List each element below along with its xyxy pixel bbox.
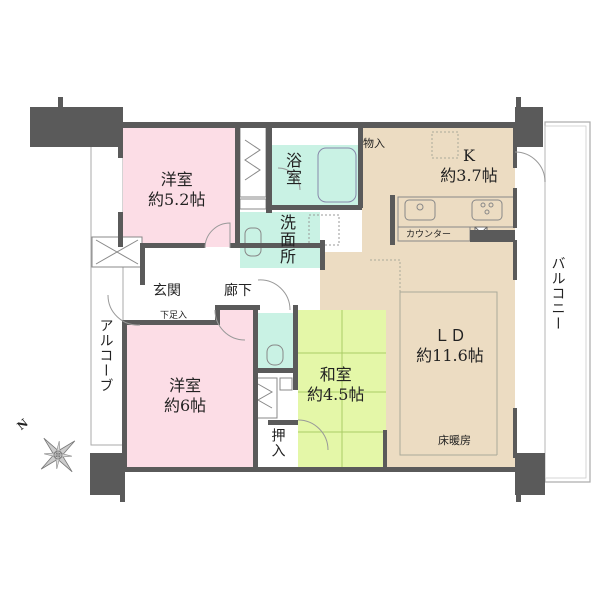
floor-heating-zone — [399, 291, 498, 456]
western-room-2-fill — [123, 310, 255, 470]
door-swings — [107, 151, 546, 451]
toilet-fill — [258, 313, 294, 368]
room-name: 和室 — [319, 365, 352, 384]
japanese-room-label: 和室 約4.5帖 — [307, 365, 364, 405]
entrance-label: 玄関 — [153, 283, 181, 299]
compass-icon — [40, 437, 76, 473]
kitchen-counter — [397, 131, 516, 242]
toilet — [266, 344, 284, 366]
bathroom-label: 浴室 — [283, 152, 302, 186]
ld-fill — [320, 252, 515, 470]
kitchen-label: K 約3.7帖 — [424, 146, 514, 186]
hallway-label: 廊下 — [224, 283, 252, 299]
room-name: 洋室 — [169, 376, 202, 395]
storage-label: 物入 — [363, 137, 385, 150]
closet-label: 押入 — [269, 428, 286, 458]
tatami-lines — [298, 310, 386, 470]
alcove-label: アルコーブ — [97, 318, 114, 393]
room-size: 約11.6帖 — [416, 346, 484, 365]
closet-western-1 — [239, 126, 267, 210]
room-name: 洋室 — [160, 170, 193, 189]
floor-heating-label: 床暖房 — [438, 434, 471, 447]
western-room-1-label: 洋室 約5.2帖 — [148, 170, 205, 210]
storage-box — [91, 236, 143, 268]
alcove-area — [90, 144, 124, 446]
living-dining-label: ＬＤ 約11.6帖 — [405, 326, 495, 366]
walls — [30, 97, 545, 502]
floor-heating-outline — [370, 259, 498, 456]
room-size: 約3.7帖 — [440, 166, 498, 185]
balcony-label: バルコニー — [549, 256, 566, 331]
room-name: ＬＤ — [433, 326, 466, 345]
room-size: 約6帖 — [164, 396, 207, 415]
washroom-fill — [240, 212, 320, 268]
shoe-storage-label: 下足入 — [160, 311, 188, 321]
washroom-label: 洗面所 — [277, 214, 296, 265]
bathtub — [317, 147, 357, 203]
closet-western-2 — [254, 377, 293, 419]
washing-machine — [308, 214, 340, 246]
entrance-hall-fill — [140, 272, 320, 310]
room-size: 約5.2帖 — [148, 190, 206, 209]
balcony-area — [544, 121, 591, 483]
room-name: K — [463, 146, 475, 165]
washbasin — [244, 227, 262, 257]
counter-label: カウンター — [406, 230, 452, 240]
western-room-2-label: 洋室 約6帖 — [164, 376, 206, 416]
room-size: 約4.5帖 — [307, 385, 365, 404]
